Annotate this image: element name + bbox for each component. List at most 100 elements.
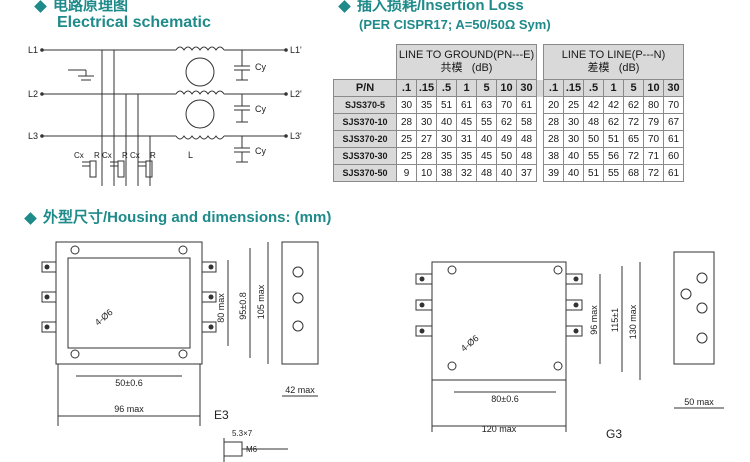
part-number-cell: SJS370-5 [333, 96, 397, 114]
part-number-cell: SJS370-50 [333, 164, 397, 182]
g3-label: G3 [606, 427, 622, 441]
line-loss-cell: 42 [603, 96, 624, 114]
ground-loss-cell: 70 [496, 96, 517, 114]
line-loss-cell: 61 [663, 164, 684, 182]
line-loss-cell: 30 [563, 113, 584, 131]
inductor-label: L [188, 150, 193, 160]
r-label: R [94, 151, 100, 160]
cx-label: Cx [130, 151, 140, 160]
bolt-thread: M6 [246, 445, 258, 454]
ground-loss-cell: 30 [436, 130, 457, 148]
freq-cell: .1 [396, 79, 417, 97]
pn-header: P/N [333, 79, 397, 97]
ground-loss-cell: 63 [476, 96, 497, 114]
e3-dim-105: 105 max [256, 284, 266, 319]
line-loss-cell: 70 [663, 96, 684, 114]
ground-loss-cell: 35 [416, 96, 437, 114]
line-loss-cell: 65 [623, 130, 644, 148]
line-loss-cell: 56 [603, 147, 624, 165]
ground-loss-cell: 45 [476, 147, 497, 165]
g3-dim-80: 80±0.6 [491, 394, 518, 404]
housing-title: 外型尺寸/Housing and dimensions: (mm) [43, 209, 332, 226]
freq-cell: .15 [416, 79, 437, 97]
output-label-l1: L1' [290, 45, 302, 55]
schematic-header: 电路原理图 Electrical schematic [34, 0, 211, 32]
ground-loss-cell: 62 [496, 113, 517, 131]
line-loss-cell: 28 [543, 113, 564, 131]
cx-label: Cx [102, 151, 112, 160]
line-loss-cell: 71 [643, 147, 664, 165]
freq-cell: .1 [543, 79, 564, 97]
ground-loss-cell: 28 [396, 113, 417, 131]
line-loss-cell: 72 [643, 164, 664, 182]
ground-loss-cell: 38 [436, 164, 457, 182]
line-loss-cell: 70 [643, 130, 664, 148]
ground-loss-cell: 40 [496, 164, 517, 182]
ground-loss-cell: 28 [416, 147, 437, 165]
frequency-row: P/N .1 .15 .5 1 5 10 30 .1 .15 .5 1 5 10… [333, 79, 684, 97]
input-label-l3: L3 [28, 131, 38, 141]
bolt-pitch: 5.3×7 [232, 429, 253, 438]
line-loss-cell: 67 [663, 113, 684, 131]
g3-dim-130: 130 max [628, 304, 638, 339]
ground-loss-cell: 50 [496, 147, 517, 165]
g3-dim-120: 120 max [482, 424, 517, 434]
freq-cell: .5 [436, 79, 457, 97]
line-loss-cell: 62 [623, 96, 644, 114]
diamond-bullet-icon [24, 211, 37, 225]
line-loss-cell: 40 [563, 147, 584, 165]
line-loss-cell: 20 [543, 96, 564, 114]
insertion-loss-title: 插入损耗/Insertion Loss [357, 0, 524, 14]
ground-loss-cell: 35 [436, 147, 457, 165]
diamond-bullet-icon [34, 0, 47, 13]
housing-header: 外型尺寸/Housing and dimensions: (mm) [24, 206, 332, 227]
output-label-l2: L2' [290, 89, 302, 99]
schematic-title-cn: 电路原理图 [53, 0, 129, 14]
ground-loss-cell: 10 [416, 164, 437, 182]
ground-loss-cell: 48 [516, 130, 537, 148]
cy-label: Cy [255, 146, 266, 156]
cy-label: Cy [255, 62, 266, 72]
line-loss-cell: 40 [563, 164, 584, 182]
input-label-l2: L2 [28, 89, 38, 99]
ground-loss-cell: 37 [516, 164, 537, 182]
g3-dim-50: 50 max [684, 397, 714, 407]
ground-loss-cell: 51 [436, 96, 457, 114]
insertion-loss-table: LINE TO GROUND(PN---E) 共模 (dB) LINE TO L… [333, 44, 684, 182]
ground-loss-cell: 30 [396, 96, 417, 114]
freq-cell: 30 [516, 79, 537, 97]
freq-cell: 10 [496, 79, 517, 97]
e3-dim-50: 50±0.6 [115, 378, 142, 388]
ground-loss-cell: 48 [516, 147, 537, 165]
freq-cell: 1 [603, 79, 624, 97]
ground-loss-cell: 61 [456, 96, 477, 114]
ground-loss-cell: 25 [396, 147, 417, 165]
cy-label: Cy [255, 104, 266, 114]
line-loss-cell: 80 [643, 96, 664, 114]
ground-loss-cell: 40 [476, 130, 497, 148]
r-label: R [150, 151, 156, 160]
diamond-bullet-icon [338, 0, 351, 13]
ground-loss-cell: 58 [516, 113, 537, 131]
freq-cell: 5 [623, 79, 644, 97]
e3-label: E3 [214, 408, 229, 422]
insertion-loss-subtitle: (PER CISPR17; A=50/50Ω Sym) [359, 17, 551, 32]
line-loss-cell: 55 [583, 147, 604, 165]
ground-loss-cell: 35 [456, 147, 477, 165]
line-loss-cell: 51 [603, 130, 624, 148]
freq-cell: 30 [663, 79, 684, 97]
input-label-l1: L1 [28, 45, 38, 55]
cx-label: Cx [74, 151, 84, 160]
ground-loss-cell: 55 [476, 113, 497, 131]
e3-dim-80: 80 max [216, 293, 226, 323]
part-number-cell: SJS370-10 [333, 113, 397, 131]
freq-cell: 10 [643, 79, 664, 97]
e3-hole-spec: 4-Ø6 [93, 307, 115, 328]
ground-loss-cell: 25 [396, 130, 417, 148]
ground-loss-cell: 9 [396, 164, 417, 182]
line-loss-cell: 79 [643, 113, 664, 131]
freq-cell: 5 [476, 79, 497, 97]
line-loss-cell: 62 [603, 113, 624, 131]
